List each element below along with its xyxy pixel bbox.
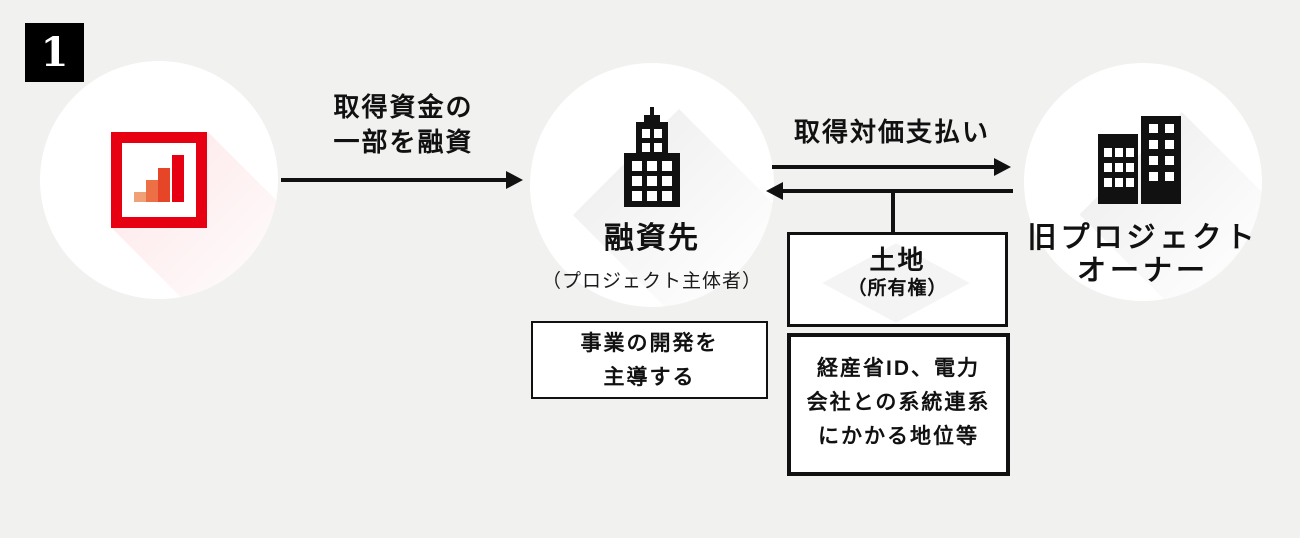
loan-arrow-label: 取得資金の 一部を融資 [281,90,526,160]
payment-arrow-line [772,165,994,169]
rights-line3: にかかる地位等 [818,425,979,448]
step-badge: 1 [25,23,84,82]
payment-arrow-label: 取得対価支払い [793,117,990,147]
old-owner-label-line2: オーナー [1076,255,1209,287]
return-arrow-line [782,189,1013,193]
rights-line1: 経産省ID、電力 [817,357,980,380]
borrower-note-line1: 事業の開発を [580,332,719,355]
rights-box: 経産省ID、電力 会社との系統連系 にかかる地位等 [787,333,1010,476]
office-building-icon [624,107,680,207]
borrower-note-box: 事業の開発を 主導する [531,321,768,399]
step-number: 1 [40,29,69,76]
borrower-circle [530,63,774,307]
payment-arrow-head-icon [994,158,1011,176]
old-owner-label-line1: 旧プロジェクト [1027,222,1259,254]
loan-arrow-head-icon [506,171,523,189]
loan-arrow-label-line1: 取得資金の [333,92,474,122]
land-box: 土地 （所有権） [787,232,1008,327]
rights-line2: 会社との系統連系 [806,391,991,414]
loan-arrow-label-line2: 一部を融資 [333,127,474,157]
land-title: 土地 [869,245,926,275]
land-connector-line [891,191,895,232]
twin-buildings-icon [1098,116,1181,204]
old-owner-circle [1024,63,1262,301]
loan-arrow-line [281,178,506,182]
return-arrow-head-icon [766,182,783,200]
bar-chart-logo-icon [111,132,207,228]
borrower-sublabel: （プロジェクト主体者） [541,271,762,292]
borrower-label: 融資先 [604,222,700,255]
borrower-note-line2: 主導する [603,366,696,389]
land-subtitle: （所有権） [847,278,948,299]
lender-circle [40,61,278,299]
old-owner-label: 旧プロジェクト オーナー [1012,222,1274,288]
